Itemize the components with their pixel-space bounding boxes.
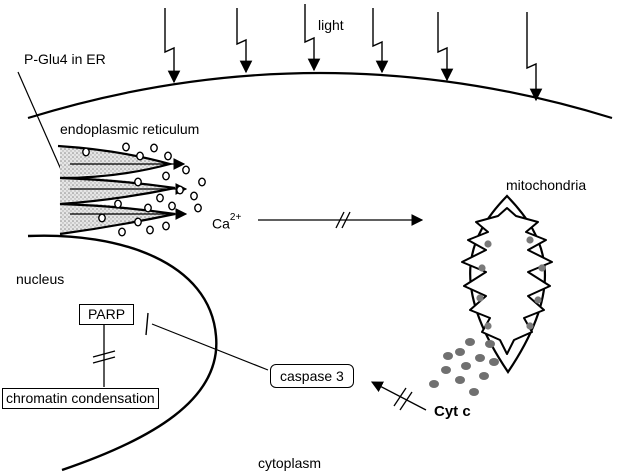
circle-icon [198,177,206,187]
lightning-arrow-icon [372,8,389,74]
light-arrows [164,4,543,102]
circle-icon [98,213,106,223]
lightning-arrow-icon [304,4,321,72]
cytc-to-caspase-arrow [370,381,427,411]
circle-icon [134,177,142,187]
double-slash-icon [393,387,413,411]
lightning-arrow-icon [236,8,253,74]
endoplasmic-reticulum [57,144,176,236]
circle-icon [168,201,176,211]
nucleus-label: nucleus [16,271,65,287]
inhibition-bar-icon [145,312,149,336]
er-release-arrows [70,158,188,220]
nucleus-envelope [27,234,218,472]
circle-icon [114,199,122,209]
calcium-label-base: Ca [212,215,230,232]
circle-icon [134,217,142,227]
cytc-label: Cyt c [434,403,471,420]
calcium-label-charge: 2+ [229,212,242,223]
chromatin-condensation-text: chromatin condensation [6,390,155,406]
mitochondria-cytc-dots [476,236,546,330]
caspase-inhibits-parp-line [151,323,269,371]
circle-icon [150,143,158,153]
caspase-3-box: caspase 3 [270,364,354,388]
parp-box: PARP [79,304,135,325]
calcium-ions [82,142,206,237]
circle-icon [194,203,202,213]
er-label: endoplasmic reticulum [60,121,200,137]
circle-icon [190,191,198,201]
lightning-arrow-icon [164,8,181,84]
circle-icon [156,193,164,203]
circle-icon [82,147,90,157]
cytoplasm-label: cytoplasm [258,455,322,471]
circle-icon [164,151,172,161]
circle-icon [176,185,184,195]
circle-icon [136,151,144,161]
caspase-3-text: caspase 3 [280,368,344,384]
lightning-arrow-icon [526,12,543,102]
light-label: light [318,17,344,33]
double-slash-icon [335,211,351,229]
mitochondria-label: mitochondria [506,177,587,193]
circle-icon [146,225,154,235]
double-slash-icon [92,350,116,364]
circle-icon [162,221,170,231]
circle-icon [144,203,152,213]
circle-icon [162,171,170,181]
mitochondrion-inner-membrane [461,207,553,355]
circle-icon [118,227,126,237]
parp-text: PARP [88,306,126,322]
circle-icon [182,165,190,175]
released-cytc-dots [429,338,499,396]
pglu4-label: P-Glu4 in ER [24,51,106,67]
cell-membrane [27,71,613,120]
lightning-arrow-icon [437,12,454,82]
mitochondrion [461,194,553,374]
circle-icon [122,142,130,152]
chromatin-condensation-box: chromatin condensation [2,388,159,409]
calcium-label: Ca2+ [212,213,241,232]
